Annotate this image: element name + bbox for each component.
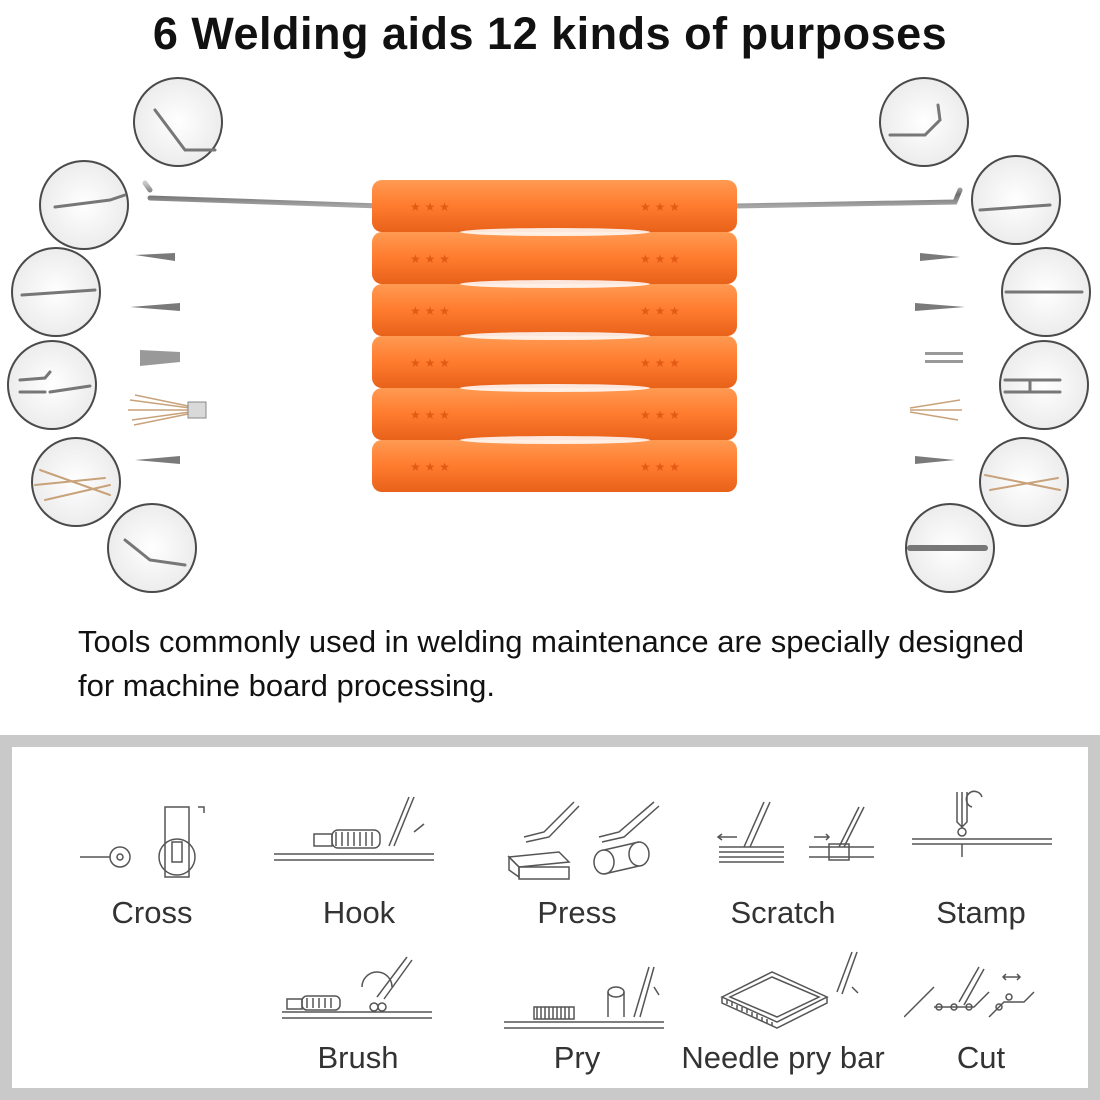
stamp-icon	[912, 790, 1052, 857]
svg-text:★ ★ ★: ★ ★ ★	[410, 200, 450, 214]
purpose-label-pry: Pry	[553, 1040, 601, 1075]
purpose-label-scratch: Scratch	[730, 895, 836, 930]
purpose-label-stamp: Stamp	[936, 895, 1026, 930]
svg-text:★ ★ ★: ★ ★ ★	[640, 460, 680, 474]
tool-set-illustration: ★ ★ ★ ★ ★ ★ ★ ★ ★ ★ ★ ★ ★ ★ ★ ★ ★ ★ ★ ★ ★ ★ …	[7, 77, 1091, 593]
cut-icon	[904, 966, 1035, 1018]
purpose-label-cut: Cut	[956, 1040, 1006, 1075]
tool-handles: ★ ★ ★ ★ ★ ★ ★ ★ ★ ★ ★ ★ ★ ★ ★ ★ ★ ★ ★ ★ ★ ★ …	[372, 180, 737, 492]
brush-icon	[282, 956, 432, 1019]
purpose-label-needle-pry-bar: Needle pry bar	[681, 1040, 885, 1075]
pry-icon	[504, 966, 664, 1029]
svg-text:★ ★ ★: ★ ★ ★	[410, 304, 450, 318]
purpose-label-press: Press	[537, 895, 617, 930]
svg-text:★ ★ ★: ★ ★ ★	[640, 304, 680, 318]
detail-circles-right	[879, 77, 1091, 593]
purpose-label-brush: Brush	[317, 1040, 399, 1075]
scratch-icon	[716, 801, 874, 863]
svg-text:★ ★ ★: ★ ★ ★	[410, 356, 450, 370]
svg-text:★ ★ ★: ★ ★ ★	[410, 252, 450, 266]
cross-icon	[80, 806, 205, 878]
purpose-label-hook: Hook	[322, 895, 396, 930]
purposes-panel: Cross Hook Press Scratch Stamp	[0, 735, 1100, 1100]
purpose-label-cross: Cross	[111, 895, 193, 930]
svg-text:★ ★ ★: ★ ★ ★	[640, 200, 680, 214]
svg-text:★ ★ ★: ★ ★ ★	[410, 460, 450, 474]
detail-circles-left	[7, 77, 223, 593]
svg-text:★ ★ ★: ★ ★ ★	[640, 356, 680, 370]
press-icon	[507, 801, 660, 880]
page-title: 6 Welding aids 12 kinds of purposes	[152, 8, 948, 59]
svg-text:★ ★ ★: ★ ★ ★	[410, 408, 450, 422]
description: Tools commonly used in welding maintenan…	[78, 624, 1025, 703]
svg-text:★ ★ ★: ★ ★ ★	[640, 252, 680, 266]
hook-icon	[274, 796, 434, 861]
needle-pry-bar-icon	[720, 951, 859, 1029]
svg-text:★ ★ ★: ★ ★ ★	[640, 408, 680, 422]
purposes-panel-inner: Cross Hook Press Scratch Stamp	[12, 747, 1088, 1088]
